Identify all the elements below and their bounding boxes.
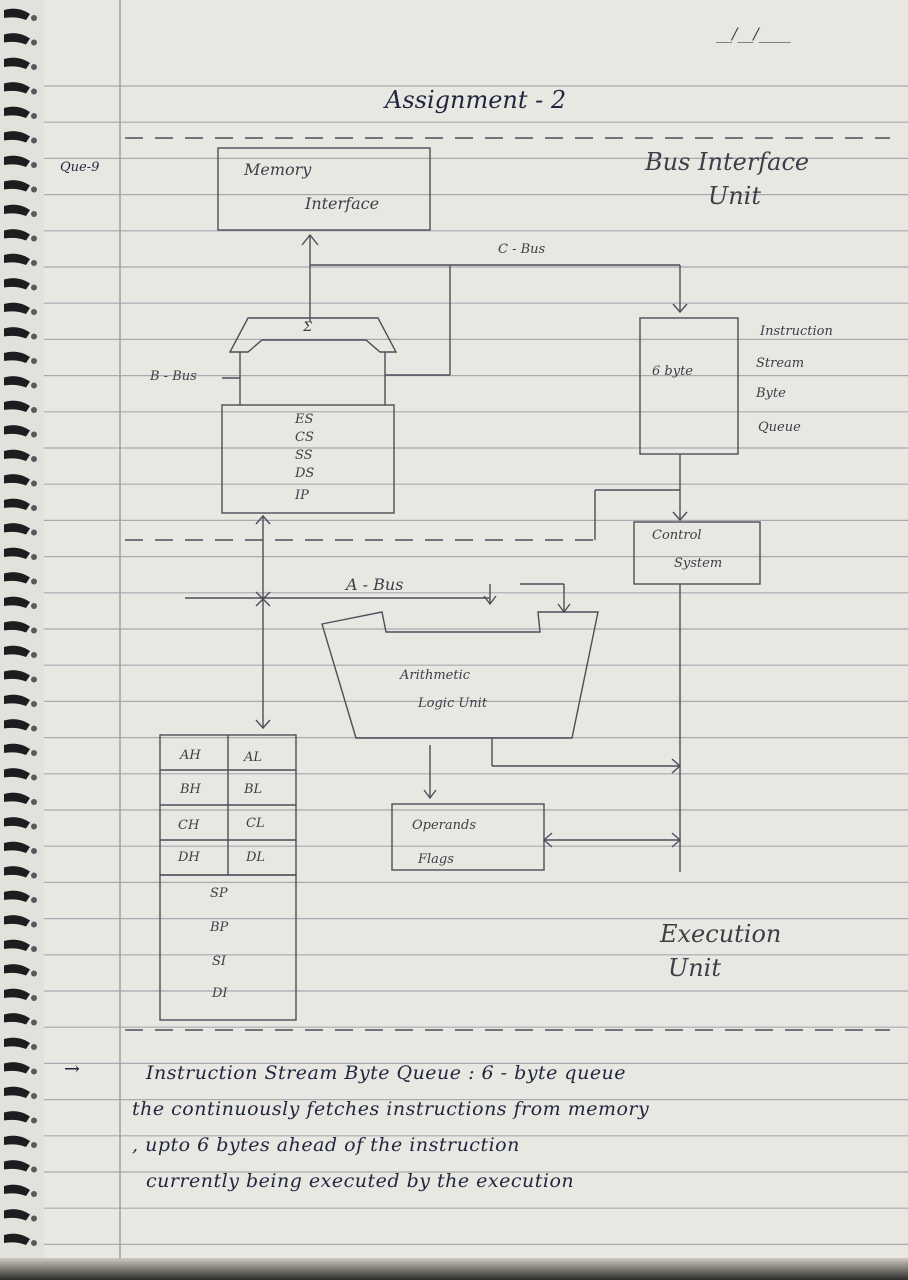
address-adder: [228, 317, 398, 353]
register-si: SI: [212, 954, 227, 969]
question-number: Que-9: [60, 160, 100, 175]
register-al: AL: [244, 750, 263, 765]
register-bl: BL: [244, 782, 263, 797]
flags-label: Flags: [418, 852, 454, 867]
note-arrow: →: [64, 1058, 81, 1080]
note-line-4: currently being executed by the executio…: [146, 1170, 575, 1192]
page-bottom-edge: [0, 1258, 908, 1280]
alu-shape: [321, 611, 599, 739]
interface-label: Interface: [305, 194, 380, 213]
register-bh: BH: [180, 782, 201, 797]
note-line-1: Instruction Stream Byte Queue : 6 - byte…: [146, 1062, 627, 1084]
register-dl: DL: [246, 850, 266, 865]
register-di: DI: [212, 986, 228, 1001]
control-system-box: [633, 521, 761, 585]
isbq-label-line2: Stream: [756, 356, 805, 371]
register-cl: CL: [246, 816, 265, 831]
system-label: System: [674, 556, 723, 571]
date-blank: __/__/____: [716, 24, 791, 43]
isbq-label-line4: Queue: [758, 420, 801, 435]
register-ip: IP: [295, 488, 309, 503]
segment-register-box: [221, 404, 395, 514]
register-ch: CH: [178, 818, 200, 833]
operands-flags-box: [391, 803, 545, 871]
memory-label: Memory: [244, 160, 312, 179]
register-ss: SS: [295, 448, 313, 463]
eu-label-line2: Unit: [668, 954, 722, 982]
isbq-label-line3: Byte: [756, 386, 786, 401]
biu-label-line1: Bus Interface: [645, 148, 810, 176]
note-line-3: , upto 6 bytes ahead of the instruction: [132, 1134, 520, 1156]
alu-label-line2: Logic Unit: [418, 696, 488, 711]
memory-interface-box: [217, 147, 431, 231]
register-sp: SP: [210, 886, 228, 901]
register-ah: AH: [180, 748, 201, 763]
spiral-binding: [0, 0, 44, 1280]
isbq-label-line1: Instruction: [760, 324, 833, 339]
biu-label-line2: Unit: [708, 182, 762, 210]
alu-label-line1: Arithmetic: [400, 668, 471, 683]
c-bus-label: C - Bus: [498, 242, 546, 257]
register-bp: BP: [210, 920, 229, 935]
register-dh: DH: [178, 850, 200, 865]
sigma-label: Σ: [303, 320, 313, 335]
note-line-2: the continuously fetches instructions fr…: [132, 1098, 650, 1120]
register-ds: DS: [295, 466, 315, 481]
control-label: Control: [652, 528, 702, 543]
eu-label-line1: Execution: [660, 920, 782, 948]
b-bus-label: B - Bus: [150, 369, 197, 384]
pointer-register-table: [159, 874, 297, 1021]
instruction-queue-box: [639, 317, 739, 455]
register-cs: CS: [295, 430, 314, 445]
page-title: Assignment - 2: [385, 86, 567, 114]
register-es: ES: [295, 412, 314, 427]
operands-label: Operands: [412, 818, 477, 833]
a-bus-label: A - Bus: [346, 575, 404, 594]
queue-size-label: 6 byte: [652, 364, 693, 379]
